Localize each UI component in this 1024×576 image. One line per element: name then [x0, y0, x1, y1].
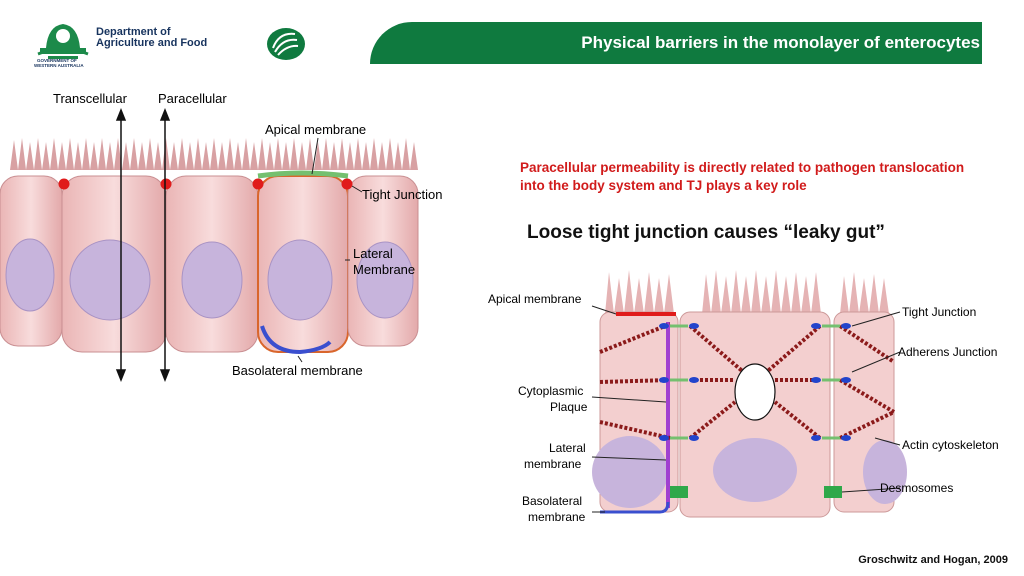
lateral-label-line1: Lateral	[353, 246, 393, 261]
header-bar	[370, 22, 982, 64]
logo-sub-2: WESTERN AUSTRALIA	[34, 63, 84, 68]
transport-arrows	[115, 107, 171, 383]
rd-desmosomes-label: Desmosomes	[880, 481, 953, 495]
basolateral-label: Basolateral membrane	[232, 363, 363, 378]
paracellular-label: Paracellular	[158, 91, 227, 106]
apical-membrane-mark	[257, 170, 349, 179]
page-title: Physical barriers in the monolayer of en…	[581, 33, 980, 52]
citation: Groschwitz and Hogan, 2009	[858, 554, 1008, 566]
department-logo: Department of Agriculture and Food GOVER…	[34, 18, 234, 68]
logo-line-2: Agriculture and Food	[96, 37, 208, 49]
microvilli	[10, 138, 418, 170]
right-microvilli	[605, 270, 889, 314]
rd-lateral-label-1: Lateral	[549, 441, 586, 455]
apical-membrane-label: Apical membrane	[265, 122, 366, 137]
crest-icon	[37, 24, 89, 59]
rd-plaque-label-2: Plaque	[550, 400, 588, 414]
red-note: Paracellular permeability is directly re…	[520, 160, 965, 193]
basolateral-membrane-mark	[260, 325, 332, 355]
rd-tj-label: Tight Junction	[902, 305, 976, 319]
logo-sub-1: GOVERNMENT OF	[37, 58, 77, 63]
rd-baso-label-2: membrane	[528, 510, 586, 524]
rd-lateral-label-2: membrane	[524, 457, 582, 471]
right-leaders	[591, 305, 901, 513]
swirl-logo-icon	[267, 28, 305, 60]
rd-adherens-label: Adherens Junction	[898, 345, 997, 359]
rd-plaque-label-1: Cytoplasmic	[518, 384, 583, 398]
tight-junction-label: Tight Junction	[362, 187, 442, 202]
lateral-label-line2: Membrane	[353, 262, 415, 277]
left-epithelium-diagram: Transcellular Paracellular Apical membra…	[0, 91, 442, 383]
leader-lines	[297, 137, 363, 363]
tight-junction-dots	[58, 178, 353, 190]
headline: Loose tight junction causes “leaky gut”	[527, 222, 885, 243]
logo-line-1: Department of	[96, 26, 171, 38]
rd-actin-label: Actin cytoskeleton	[902, 438, 999, 452]
transcellular-label: Transcellular	[53, 91, 128, 106]
rd-baso-label-1: Basolateral	[522, 494, 582, 508]
rd-apical-label: Apical membrane	[488, 292, 582, 306]
nuclei	[5, 238, 414, 321]
right-junction-diagram: Apical membrane Cytoplasmic Plaque Later…	[488, 270, 999, 524]
junction-markers	[659, 323, 851, 498]
